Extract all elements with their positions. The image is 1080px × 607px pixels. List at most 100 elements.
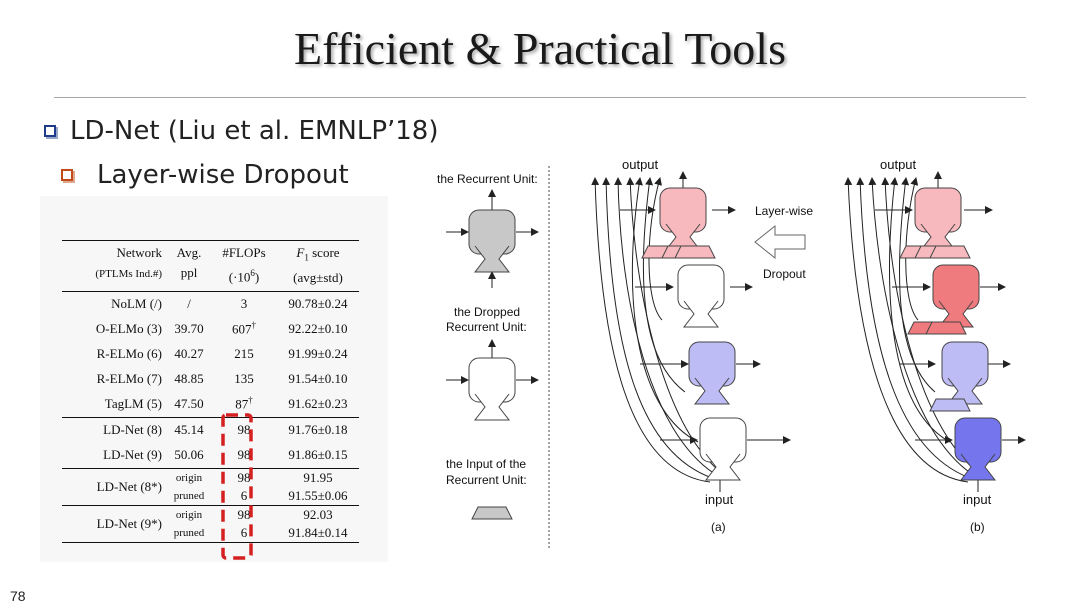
header-ppl: Avg. ppl xyxy=(167,241,211,292)
legend-input-label-1: the Input of the xyxy=(446,457,526,471)
page-number: 78 xyxy=(10,588,26,604)
header-flops-close: ) xyxy=(254,269,260,285)
cell-variant: origin pruned xyxy=(167,468,211,505)
variant-origin: origin xyxy=(175,471,203,484)
cell-f1-origin: 92.03 xyxy=(303,506,333,522)
bullet-ldnet: LD-Net (Liu et al. EMNLP’18) xyxy=(44,116,439,146)
header-ppl-sub: ppl xyxy=(180,265,198,280)
diagram-a: output input (a) xyxy=(591,157,791,534)
output-label-a: output xyxy=(622,157,659,172)
layerwise-label: Layer-wise xyxy=(755,204,813,218)
cell-flops-pruned: 6 xyxy=(240,524,248,540)
title-divider xyxy=(54,97,1026,98)
cell-f1: 91.86±0.15 xyxy=(288,447,348,463)
header-network: Network (PTLMs Ind.#) xyxy=(62,241,167,292)
cell-f1: 91.76±0.18 xyxy=(288,422,348,438)
cell-flops: 87† xyxy=(211,392,277,418)
caption-b: (b) xyxy=(970,520,985,534)
cell-network: TagLM (5) xyxy=(104,396,162,412)
cell-ppl: / xyxy=(187,296,191,312)
header-flops: #FLOPs (·106) xyxy=(211,241,277,292)
cell-f1-pruned: 91.84±0.14 xyxy=(288,524,348,540)
cell-flops: 98 xyxy=(237,422,251,438)
cell-network: R-ELMo (6) xyxy=(96,346,162,362)
cell-ppl: 50.06 xyxy=(174,447,204,463)
table-header-row: Network (PTLMs Ind.#) Avg. ppl #FLOPs (·… xyxy=(62,240,359,292)
legend-dropped-unit xyxy=(446,339,539,421)
table-row: NoLM (/) / 3 90.78±0.24 xyxy=(62,291,359,317)
cell-flops-origin: 98 xyxy=(237,469,251,485)
results-table-panel: Network (PTLMs Ind.#) Avg. ppl #FLOPs (·… xyxy=(40,196,388,562)
header-flops-label: #FLOPs xyxy=(222,245,266,260)
dagger-mark: † xyxy=(248,395,253,406)
cell-network: LD-Net (8*) xyxy=(96,478,162,494)
legend-input-label-2: Recurrent Unit: xyxy=(446,473,527,487)
cell-flops: 607† xyxy=(211,317,277,342)
table-row: R-ELMo (6) 40.27 215 91.99±0.24 xyxy=(62,342,359,367)
header-network-label: Network xyxy=(116,245,163,260)
bullet-layerwise-dropout-text: Layer-wise Dropout xyxy=(97,160,349,190)
cell-f1: 92.22±0.10 xyxy=(288,321,348,337)
cell-network: NoLM (/) xyxy=(111,296,162,312)
cell-f1: 92.03 91.84±0.14 xyxy=(277,505,359,542)
table-row: O-ELMo (3) 39.70 607† 92.22±0.10 xyxy=(62,317,359,342)
header-f1-suffix: score xyxy=(308,245,340,260)
cell-network: O-ELMo (3) xyxy=(95,321,162,337)
variant-origin: origin xyxy=(175,508,203,521)
cell-ppl: 40.27 xyxy=(174,346,204,362)
dropout-label: Dropout xyxy=(763,267,806,281)
cell-network: LD-Net (8) xyxy=(103,422,162,438)
caption-a: (a) xyxy=(711,520,726,534)
dropout-arrow-icon xyxy=(754,224,806,260)
diagram-b: output input (b) xyxy=(844,157,1026,534)
header-flops-exp: 6 xyxy=(250,268,255,278)
legend-recurrent-unit-label: the Recurrent Unit: xyxy=(437,172,538,186)
table-row: R-ELMo (7) 48.85 135 91.54±0.10 xyxy=(62,367,359,392)
header-network-sub: (PTLMs Ind.#) xyxy=(95,268,162,280)
cell-network: LD-Net (9*) xyxy=(96,515,162,531)
bullet-ldnet-text: LD-Net (Liu et al. EMNLP’18) xyxy=(70,116,439,146)
table-row: LD-Net (9) 50.06 98 91.86±0.15 xyxy=(62,443,359,469)
legend-dropped-label-2: Recurrent Unit: xyxy=(446,320,527,334)
header-ppl-label: Avg. xyxy=(176,245,202,260)
cell-flops-value: 87 xyxy=(235,396,249,412)
cell-f1: 91.62±0.23 xyxy=(288,396,348,412)
cell-ppl: 45.14 xyxy=(174,422,204,438)
cell-network: R-ELMo (7) xyxy=(96,371,162,387)
cell-flops-origin: 98 xyxy=(237,506,251,522)
flops-highlight-box xyxy=(221,413,253,560)
cell-ppl: 48.85 xyxy=(174,371,204,387)
dagger-mark: † xyxy=(251,320,257,331)
cell-f1-origin: 91.95 xyxy=(303,469,333,485)
cell-f1: 91.99±0.24 xyxy=(288,346,348,362)
cell-flops-value: 607 xyxy=(232,321,252,337)
input-label-a: input xyxy=(705,492,734,507)
ldnet-diagram: the Recurrent Unit: the Dropped Recurren… xyxy=(437,157,1026,548)
legend-input-glyph xyxy=(471,506,513,520)
bullet-layerwise-dropout: Layer-wise Dropout xyxy=(61,160,349,190)
cell-flops: 3 xyxy=(240,296,248,312)
header-f1-prefix: F xyxy=(296,245,305,260)
cell-flops-pruned: 6 xyxy=(240,487,248,503)
cell-flops: 135 xyxy=(234,371,254,387)
cell-flops: 98 xyxy=(237,447,251,463)
cell-f1: 91.54±0.10 xyxy=(288,371,348,387)
legend-gray-unit xyxy=(446,189,539,288)
variant-pruned: pruned xyxy=(173,489,205,502)
header-f1-subscript: 1 xyxy=(304,252,309,263)
variant-pruned: pruned xyxy=(173,526,205,539)
flops-highlight-rect xyxy=(221,413,253,560)
header-f1: F1 score (avg±std) xyxy=(277,241,359,292)
output-label-b: output xyxy=(880,157,917,172)
header-f1-sub: (avg±std) xyxy=(293,269,343,285)
input-label-b: input xyxy=(963,492,992,507)
checkbox-bullet-icon xyxy=(44,125,56,137)
slide-title: Efficient & Practical Tools xyxy=(293,23,786,74)
legend-dropped-label-1: the Dropped xyxy=(454,305,520,319)
